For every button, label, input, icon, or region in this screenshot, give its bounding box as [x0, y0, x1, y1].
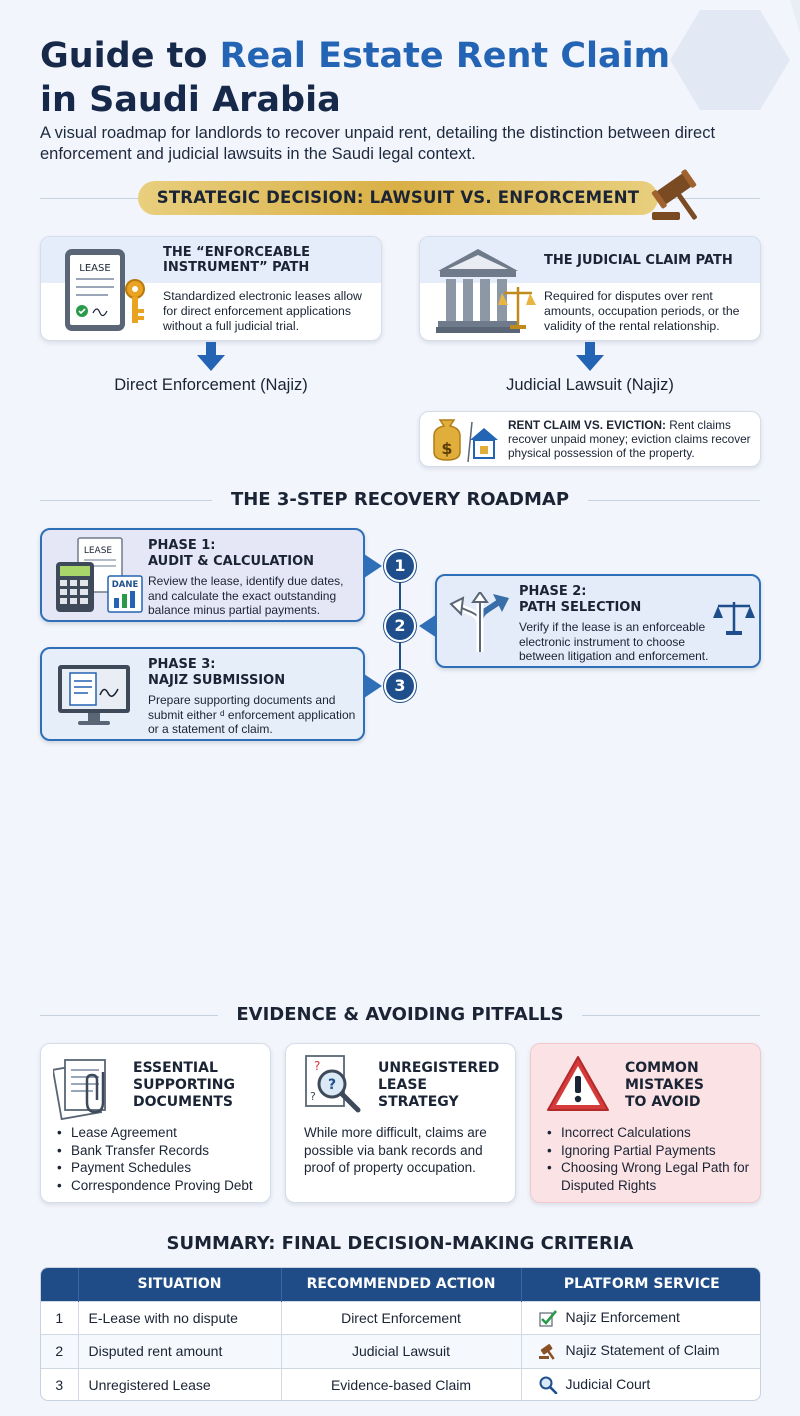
list-item: Payment Schedules [57, 1159, 269, 1177]
supporting-documents-card: ESSENTIAL SUPPORTING DOCUMENTS Lease Agr… [40, 1043, 271, 1203]
document-magnifier-icon: ? ? ? [305, 1055, 361, 1113]
connector-arrow [419, 614, 437, 638]
column-header: SITUATION [78, 1268, 282, 1301]
calculator-lease-icon: LEASE DANE [56, 537, 143, 613]
warning-icon [547, 1056, 609, 1111]
computer-document-icon [58, 665, 130, 725]
arrow-down-icon [197, 342, 225, 371]
evidence-title: EVIDENCE & AVOIDING PITFALLS [218, 1004, 582, 1025]
table-header-row: SITUATION RECOMMENDED ACTION PLATFORM SE… [41, 1268, 760, 1301]
row-action: Direct Enforcement [281, 1300, 522, 1335]
svg-text:$: $ [441, 439, 452, 458]
arrow-down-icon [576, 342, 604, 371]
courthouse-icon [436, 249, 536, 333]
table-row: 2 Disputed rent amount Judicial Lawsuit … [41, 1334, 760, 1368]
page-subtitle: A visual roadmap for landlords to recove… [40, 124, 716, 163]
unregistered-lease-card: ? ? ? UNREGISTERED LEASE STRATEGY While … [285, 1043, 516, 1203]
row-situation: Unregistered Lease [78, 1367, 282, 1400]
list-item: Lease Agreement [57, 1124, 269, 1142]
strategic-banner: STRATEGIC DECISION: LAWSUIT VS. ENFORCEM… [138, 181, 658, 215]
summary-table: SITUATION RECOMMENDED ACTION PLATFORM SE… [40, 1267, 761, 1401]
row-number: 2 [41, 1334, 79, 1368]
unregistered-title: UNREGISTERED LEASE STRATEGY [378, 1060, 500, 1110]
summary-title: SUMMARY: FINAL DECISION-MAKING CRITERIA [166, 1233, 634, 1254]
judicial-path-title: THE JUDICIAL CLAIM PATH [544, 253, 733, 268]
lease-tablet-icon: LEASE [65, 249, 145, 331]
row-number: 1 [41, 1300, 79, 1335]
column-header: RECOMMENDED ACTION [281, 1268, 522, 1301]
row-service: Judicial Court [521, 1367, 760, 1400]
row-situation: E-Lease with no dispute [78, 1300, 282, 1335]
list-item: Bank Transfer Records [57, 1142, 269, 1160]
svg-text:?: ? [310, 1090, 316, 1103]
documents-list: Lease Agreement Bank Transfer Records Pa… [57, 1124, 269, 1194]
mistakes-list: Incorrect Calculations Ignoring Partial … [547, 1124, 757, 1194]
direct-enforcement-label: Direct Enforcement (Najiz) [114, 376, 308, 394]
phase-1-card: LEASE DANE PHASE 1:AUDIT & CALCULATION R… [40, 528, 365, 622]
gavel-icon [651, 169, 697, 220]
table-row: 3 Unregistered Lease Evidence-based Clai… [41, 1367, 760, 1400]
row-number: 3 [41, 1367, 79, 1400]
phase-1-title: PHASE 1:AUDIT & CALCULATION [148, 538, 315, 569]
money-house-icon: $ [433, 419, 498, 463]
common-mistakes-card: COMMON MISTAKES TO AVOID Incorrect Calcu… [530, 1043, 761, 1203]
row-situation: Disputed rent amount [78, 1334, 282, 1368]
connector-arrow [364, 674, 382, 698]
judicial-path-text: Required for disputes over rent amounts,… [544, 289, 740, 333]
rent-vs-eviction-note: $ RENT CLAIM VS. EVICTION: Rent claims r… [419, 411, 761, 467]
row-action: Judicial Lawsuit [281, 1334, 522, 1368]
roadmap-title: THE 3-STEP RECOVERY ROADMAP [212, 489, 588, 510]
phase-2-text: Verify if the lease is an enforceable el… [519, 620, 709, 663]
svg-text:?: ? [314, 1059, 320, 1073]
list-item: Correspondence Proving Debt [57, 1177, 269, 1195]
row-service: Najiz Statement of Claim [521, 1334, 760, 1368]
svg-text:LEASE: LEASE [84, 546, 113, 556]
mistakes-title: COMMON MISTAKES TO AVOID [625, 1060, 705, 1110]
phase-3-text: Prepare supporting documents and submit … [148, 693, 356, 736]
svg-text:DANE: DANE [112, 580, 139, 590]
column-header [41, 1268, 79, 1301]
documents-paperclip-icon [53, 1059, 106, 1120]
documents-title: ESSENTIAL SUPPORTING DOCUMENTS [133, 1060, 235, 1110]
unregistered-text: While more difficult, claims are possibl… [304, 1125, 487, 1175]
enforceable-path-text: Standardized electronic leases allow for… [163, 289, 362, 333]
svg-text:LEASE: LEASE [79, 263, 110, 274]
note-text: RENT CLAIM VS. EVICTION: Rent claims rec… [508, 418, 751, 460]
judicial-claim-card: THE JUDICIAL CLAIM PATH Required for dis… [419, 236, 761, 341]
magnifier-icon [539, 1376, 557, 1395]
step-1-badge: 1 [384, 550, 416, 582]
step-3-badge: 3 [384, 670, 416, 702]
list-item: Incorrect Calculations [547, 1124, 757, 1142]
title-accent: Real Estate Rent Claim [219, 36, 671, 76]
row-action: Evidence-based Claim [281, 1367, 522, 1400]
step-2-badge: 2 [384, 610, 416, 642]
column-header: PLATFORM SERVICE [521, 1268, 760, 1301]
page-title: Guide to Real Estate Rent Claim in Saudi… [40, 36, 671, 120]
phase-1-text: Review the lease, identify due dates, an… [148, 574, 344, 617]
table-row: 1 E-Lease with no dispute Direct Enforce… [41, 1300, 760, 1335]
connector-arrow [364, 554, 382, 578]
gavel-icon [538, 1344, 555, 1361]
split-direction-icon [449, 592, 509, 652]
phase-3-title: PHASE 3:NAJIZ SUBMISSION [148, 657, 286, 688]
list-item: Choosing Wrong Legal Path for Disputed R… [547, 1159, 757, 1194]
scales-icon [713, 602, 755, 635]
list-item: Ignoring Partial Payments [547, 1142, 757, 1160]
hexagon-decoration-icon [670, 0, 800, 110]
svg-text:?: ? [328, 1077, 336, 1093]
phase-2-card: PHASE 2:PATH SELECTION Verify if the lea… [435, 574, 761, 668]
judicial-lawsuit-label: Judicial Lawsuit (Najiz) [506, 376, 674, 394]
phase-2-title: PHASE 2:PATH SELECTION [519, 584, 642, 615]
phase-3-card: PHASE 3:NAJIZ SUBMISSION Prepare support… [40, 647, 365, 741]
row-service: Najiz Enforcement [521, 1300, 760, 1335]
checkmark-icon [538, 1310, 557, 1327]
